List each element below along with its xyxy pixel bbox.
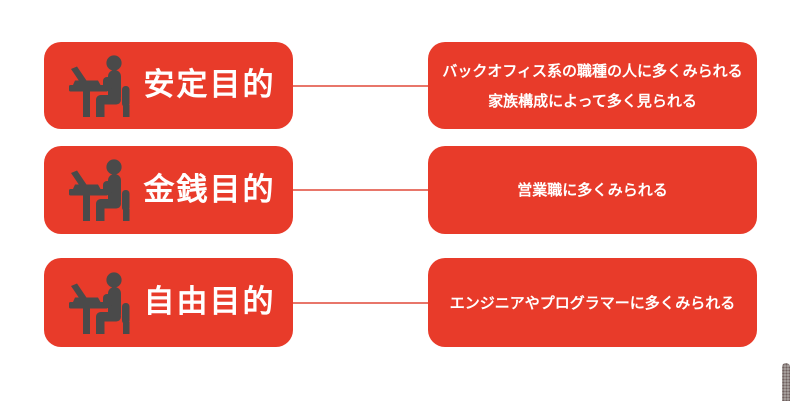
description-line: エンジニアやプログラマーに多くみられる [449, 293, 736, 312]
description-box: エンジニアやプログラマーに多くみられる [428, 258, 757, 347]
purpose-box-money: 金銭目的 [44, 146, 293, 234]
person-at-desk-icon [68, 271, 130, 334]
row-stability: 安定目的 バックオフィス系の職種の人に多くみられる 家族構成によって多く見られる [44, 42, 757, 129]
purpose-box-stability: 安定目的 [44, 42, 293, 129]
purpose-box-freedom: 自由目的 [44, 258, 293, 347]
purpose-label: 自由目的 [143, 284, 276, 320]
description-line: バックオフィス系の職種の人に多くみられる [442, 61, 743, 80]
person-at-desk-icon [68, 159, 130, 221]
description-box: 営業職に多くみられる [428, 146, 757, 234]
description-line: 営業職に多くみられる [517, 181, 668, 199]
connector-line [293, 301, 428, 304]
description-line: 家族構成によって多く見られる [488, 91, 697, 110]
description-box: バックオフィス系の職種の人に多くみられる 家族構成によって多く見られる [428, 42, 757, 129]
watermark-strip [782, 363, 790, 401]
connector-line [293, 84, 428, 87]
person-at-desk-icon [68, 54, 130, 117]
connector-line [293, 189, 428, 191]
purpose-label: 金銭目的 [143, 171, 276, 208]
row-freedom: 自由目的 エンジニアやプログラマーに多くみられる [44, 258, 757, 347]
purpose-label: 安定目的 [143, 67, 276, 103]
row-money: 金銭目的 営業職に多くみられる [44, 146, 757, 234]
